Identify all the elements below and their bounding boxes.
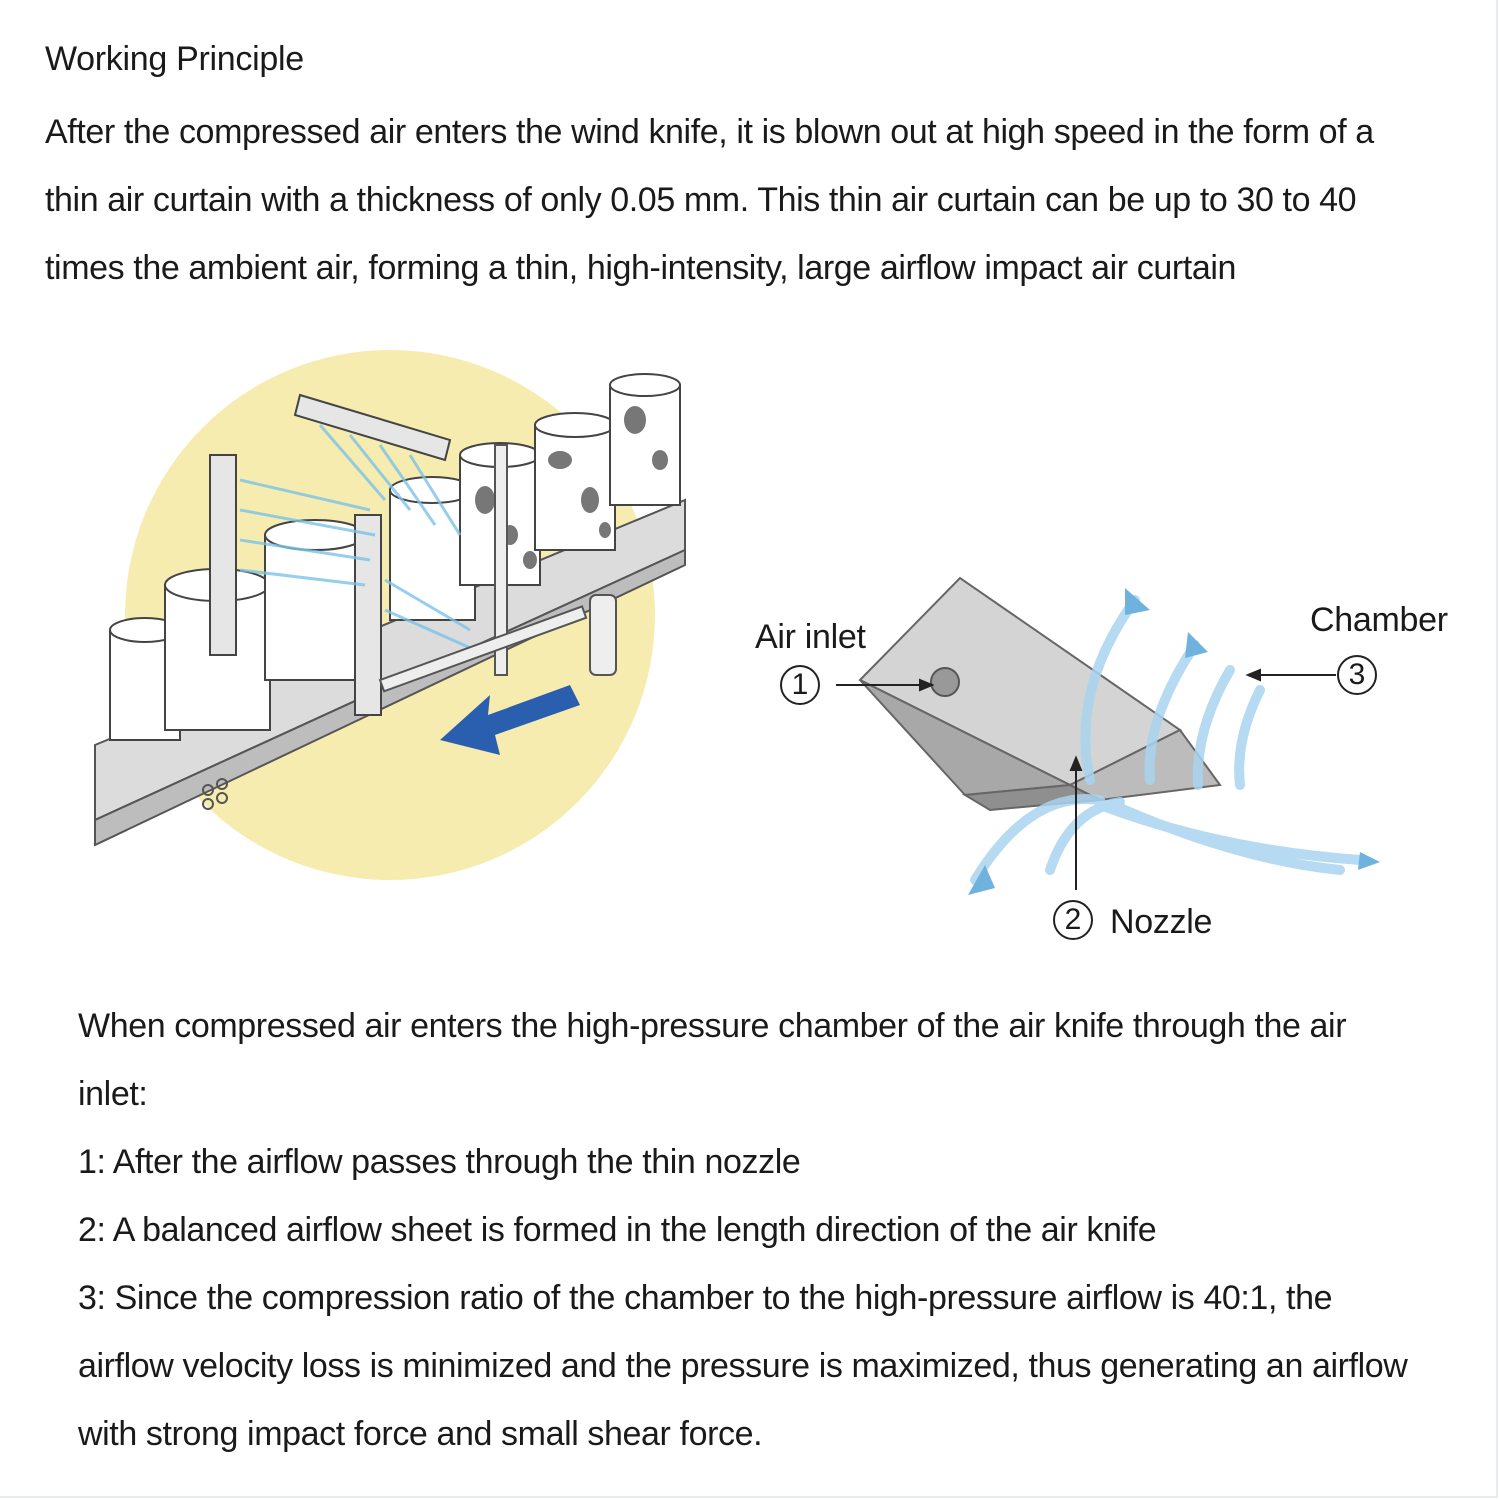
intro-line: After the compressed air enters the wind… (45, 113, 1374, 151)
explanation-line: 2: A balanced airflow sheet is formed in… (78, 1211, 1157, 1249)
air-knife (209, 393, 452, 716)
explanation-line: 1: After the airflow passes through the … (78, 1143, 801, 1181)
airflow-arrowheads (968, 588, 1380, 895)
nozzle-number: 2 (1053, 900, 1093, 940)
conveyor-illustration (94, 350, 686, 880)
conveyor-direction-arrow (440, 685, 580, 755)
air-streams (239, 424, 476, 652)
explanation-line: When compressed air enters the high-pres… (78, 1007, 1347, 1045)
chamber-number: 3 (1337, 655, 1377, 695)
air-inlet-number: 1 (780, 665, 820, 705)
explanation-line: with strong impact force and small shear… (78, 1415, 763, 1453)
leader-lines (836, 668, 1336, 890)
intro-paragraph: After the compressed air enters the wind… (45, 98, 1465, 302)
explanation-paragraph: When compressed air enters the high-pres… (78, 992, 1478, 1468)
intro-line: times the ambient air, forming a thin, h… (45, 249, 1236, 287)
dirt-spots (475, 406, 668, 569)
airflow-streams (970, 595, 1365, 885)
air-inlet-label: Air inlet (755, 618, 866, 656)
explanation-line: airflow velocity loss is minimized and t… (78, 1347, 1408, 1385)
air-knife-diagram (836, 576, 1380, 895)
chamber-label: Chamber (1310, 601, 1448, 639)
explanation-line: inlet: (78, 1075, 148, 1113)
nozzle-label: Nozzle (1110, 903, 1213, 941)
inlet-port (930, 667, 960, 697)
explanation-line: 3: Since the compression ratio of the ch… (78, 1279, 1333, 1317)
air-pipe (378, 444, 617, 693)
page-title: Working Principle (45, 40, 304, 78)
intro-line: thin air curtain with a thickness of onl… (45, 181, 1357, 219)
